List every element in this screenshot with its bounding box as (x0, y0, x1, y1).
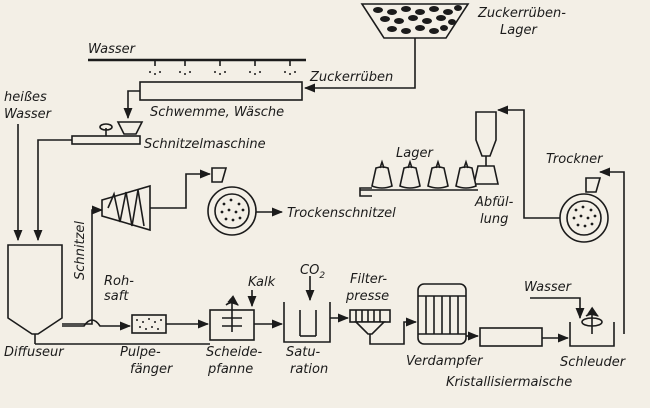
label-trockner: Trockner (546, 152, 604, 167)
label-schnitzelmaschine: Schnitzelmaschine (144, 137, 266, 152)
label-diffuseur: Diffuseur (4, 345, 65, 360)
raw-juice-line (62, 319, 132, 331)
label-co2: CO2 (300, 263, 325, 281)
packaging-hopper (473, 111, 499, 185)
dryer-to-packaging-line (496, 105, 560, 219)
washer-box (139, 81, 303, 101)
sugar-bags-storage (359, 159, 478, 197)
pulp-catcher (131, 314, 167, 334)
label-zuckerrueben-lager-1: Zuckerrüben- (477, 6, 566, 21)
label-satu-2: ration (290, 362, 328, 377)
label-filterpresse-1: Filter- (350, 272, 387, 287)
label-abfuellung-1: Abfül- (474, 195, 514, 210)
sugar-dryer-drum (559, 177, 609, 243)
label-rohsaft-2: saft (104, 289, 129, 304)
label-schnitzel: Schnitzel (73, 221, 88, 280)
label-trockenschnitzel: Trockenschnitzel (287, 206, 396, 221)
label-zuckerrueben-lager-2: Lager (500, 23, 538, 38)
label-zuckerrueben: Zuckerrüben (309, 70, 393, 85)
centrifuge-to-dryer-line (598, 167, 625, 334)
label-verdampfer: Verdampfer (406, 354, 484, 369)
label-lager: Lager (396, 146, 434, 161)
beet-storage-hopper (360, 3, 470, 39)
label-scheide-1: Scheide- (206, 345, 262, 360)
label-rohsaft-1: Roh- (104, 274, 134, 289)
saturation-tank (283, 302, 331, 343)
press-to-dryer-line (150, 169, 212, 209)
water-to-centrifuge-line (530, 297, 585, 320)
slicer-to-diffuser-line (33, 139, 72, 242)
label-schleuder: Schleuder (560, 355, 627, 370)
liming-tank (209, 295, 255, 341)
washer-to-slicer-line (123, 90, 140, 120)
diffuser-vessel (7, 244, 63, 335)
filter-press (349, 309, 391, 335)
crystallizer-box (479, 327, 543, 347)
evaporator (417, 283, 467, 345)
beet-feed-line (303, 38, 416, 93)
pulp-dryer-drum (207, 167, 257, 236)
label-pulpe-1: Pulpe- (120, 345, 161, 360)
centrifuge (569, 306, 615, 347)
pulp-line-up (62, 205, 104, 325)
label-satu-1: Satu- (286, 345, 321, 360)
label-pulpe-2: fänger (130, 362, 174, 377)
label-kristallisiermaische: Kristallisiermaische (446, 375, 572, 390)
water-spray-nozzles (154, 60, 291, 66)
water-spray-droplets (149, 71, 296, 75)
label-wasser-right: Wasser (524, 280, 573, 295)
label-wasser-top: Wasser (88, 42, 137, 57)
slicer-machine (71, 121, 144, 145)
filter-to-evaporator-line (369, 317, 418, 345)
label-kalk: Kalk (248, 275, 276, 290)
label-filterpresse-2: presse (345, 289, 389, 304)
label-heisses-2: Wasser (4, 107, 53, 122)
pulp-press (101, 184, 151, 232)
label-heisses-1: heißes (4, 90, 47, 105)
label-schwemme: Schwemme, Wäsche (150, 105, 284, 120)
label-scheide-2: pfanne (207, 362, 253, 377)
label-abfuellung-2: lung (480, 212, 508, 227)
